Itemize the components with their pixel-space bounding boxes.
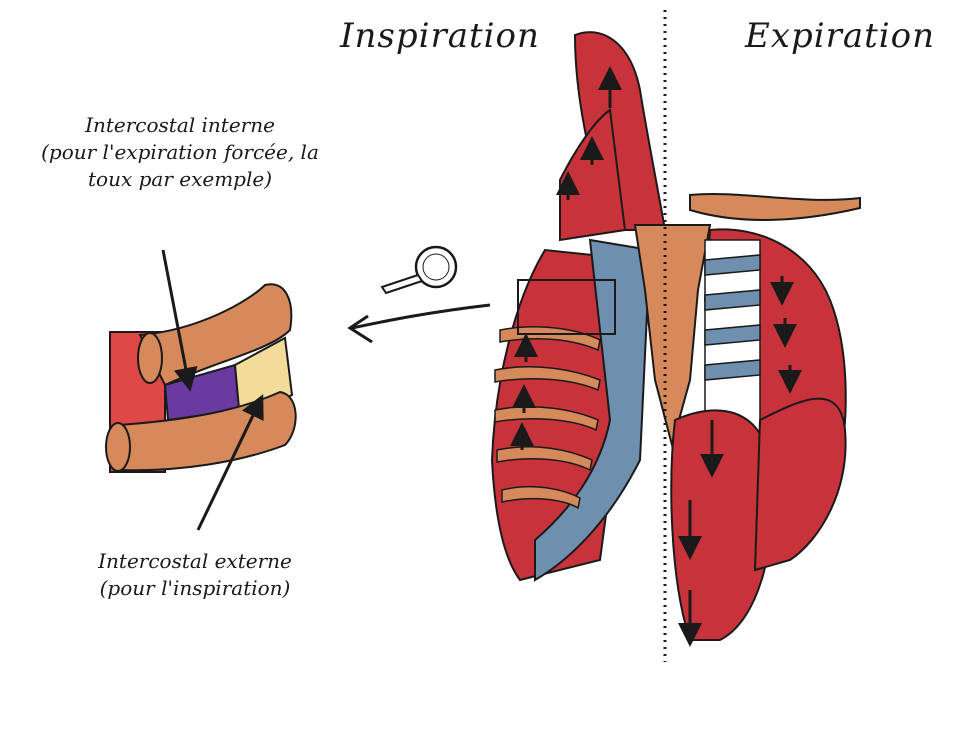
internal-intercostal-note-line3: toux par exemple): [88, 167, 272, 191]
internal-intercostal-label: Intercostal interne (pour l'expiration f…: [30, 112, 330, 193]
expiration-heading: Expiration: [744, 16, 936, 56]
external-intercostal-title: Intercostal externe: [98, 549, 292, 573]
rib-cage: [490, 31, 861, 641]
arrow-up-icon: [510, 66, 622, 450]
arrow-left-icon: [351, 303, 491, 330]
external-intercostal-note-line2: (pour l'inspiration): [99, 576, 291, 600]
arrow-down-icon: [678, 276, 802, 647]
zoom-region-box: [517, 279, 616, 335]
internal-intercostal-title: Intercostal interne: [85, 113, 275, 137]
internal-intercostal-note-line2: (pour l'expiration forcée, la: [41, 140, 319, 164]
inspiration-heading: Inspiration: [340, 16, 540, 56]
external-intercostal-label: Intercostal externe (pour l'inspiration): [60, 548, 330, 602]
magnifier-icon: [380, 245, 458, 295]
intercostal-detail: [105, 249, 297, 531]
upper-rib: [138, 283, 293, 387]
